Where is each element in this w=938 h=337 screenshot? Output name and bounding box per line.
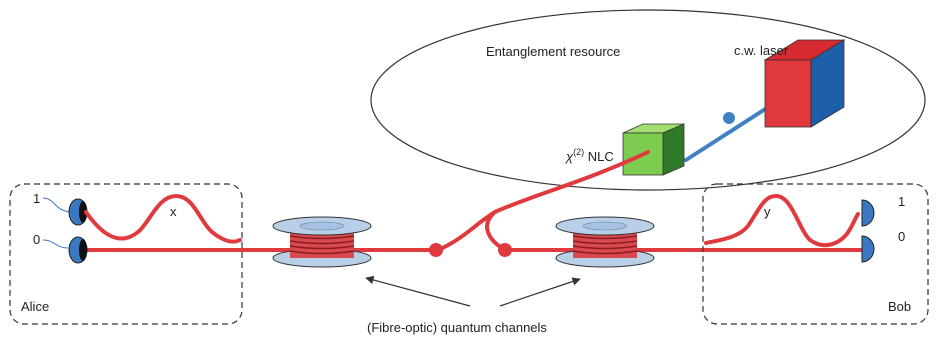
bob-station-box <box>702 183 929 325</box>
photodetector-icon <box>68 236 88 264</box>
nlc-superscript: (2) <box>573 147 584 157</box>
alice-bit-zero-label: 0 <box>33 232 40 247</box>
laser-label: c.w. laser <box>734 43 789 58</box>
alice-label: Alice <box>21 299 49 314</box>
photodetector-icon <box>861 199 875 227</box>
fiber-connector-dot-left <box>429 243 443 257</box>
photodetector-icon <box>68 198 88 226</box>
bob-wavepacket <box>704 193 860 248</box>
alice-wavepacket <box>84 193 242 244</box>
laser-cube-icon <box>763 39 846 128</box>
nlc-suffix: NLC <box>584 149 614 164</box>
bob-label: Bob <box>888 299 911 314</box>
entanglement-resource-boundary <box>370 9 926 191</box>
bob-bit-zero-label: 0 <box>898 229 905 244</box>
fiber-connector-dot-right <box>498 243 512 257</box>
nlc-label: χ(2) NLC <box>565 147 614 164</box>
nlc-chi-symbol: χ <box>565 149 574 164</box>
photodetector-icon <box>861 235 875 263</box>
fiber-spool-icon <box>555 216 655 268</box>
entanglement-resource-label: Entanglement resource <box>486 44 620 59</box>
alice-x-label: x <box>170 204 177 219</box>
alice-bit-one-label: 1 <box>33 191 40 206</box>
nonlinear-crystal-cube-icon <box>622 123 685 176</box>
bob-bit-one-label: 1 <box>898 194 905 209</box>
bob-y-label: y <box>764 204 771 219</box>
quantum-channel-arrows <box>365 275 581 307</box>
alice-detector-leads <box>42 197 73 249</box>
quantum-channels-label: (Fibre-optic) quantum channels <box>367 320 547 335</box>
fiber-spool-icon <box>272 216 372 268</box>
alice-station-box <box>9 183 243 325</box>
beam-connector-dot <box>723 112 735 124</box>
